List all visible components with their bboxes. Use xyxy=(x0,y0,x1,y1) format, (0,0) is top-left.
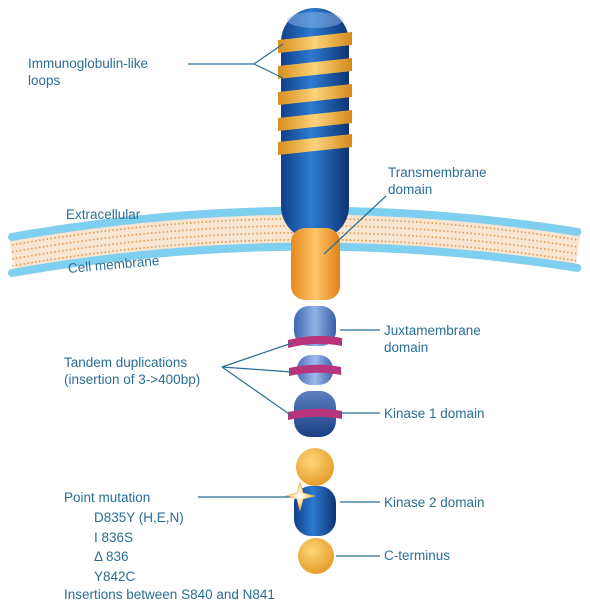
juxtamembrane-label-line1: Juxtamembrane xyxy=(384,322,481,339)
mutation-insertions-label: Insertions between S840 and N841 xyxy=(64,586,275,603)
juxtamembrane-domain-shape xyxy=(288,306,342,348)
kinase-2-label: Kinase 2 domain xyxy=(384,494,485,511)
transmembrane-label: Transmembrane domain xyxy=(388,164,487,198)
kinase-1-label: Kinase 1 domain xyxy=(384,405,485,422)
mutation-item: Δ 836 xyxy=(94,547,184,567)
mutation-item: I 836S xyxy=(94,528,184,548)
tandem-duplications-label-line1: Tandem duplications xyxy=(64,354,200,371)
interkinase-insert-shape xyxy=(296,448,334,486)
ig-loops-label: Immunoglobulin-like loops xyxy=(28,55,148,89)
transmembrane-label-line1: Transmembrane xyxy=(388,164,487,181)
extracellular-label: Extracellular xyxy=(66,206,140,223)
c-terminus-label: C-terminus xyxy=(384,547,450,564)
ig-loops-label-line2: loops xyxy=(28,72,148,89)
juxtamembrane-label: Juxtamembrane domain xyxy=(384,322,481,356)
tandem-duplications-label-line2: (insertion of 3->400bp) xyxy=(64,371,200,388)
mutation-item: D835Y (H,E,N) xyxy=(94,508,184,528)
c-terminus-shape xyxy=(298,538,334,574)
transmembrane-label-line2: domain xyxy=(388,181,487,198)
transmembrane-domain-shape xyxy=(291,228,340,300)
kinase-1-domain-shape xyxy=(288,391,342,437)
point-mutation-label: Point mutation xyxy=(64,489,150,506)
tandem-duplications-label: Tandem duplications (insertion of 3->400… xyxy=(64,354,200,388)
mutation-item: Y842C xyxy=(94,567,184,587)
tandem-duplication-domain-shape xyxy=(289,355,341,385)
juxtamembrane-label-line2: domain xyxy=(384,339,481,356)
mutation-list-a: D835Y (H,E,N) I 836S Δ 836 Y842C xyxy=(94,508,184,586)
ig-loops-label-line1: Immunoglobulin-like xyxy=(28,55,148,72)
